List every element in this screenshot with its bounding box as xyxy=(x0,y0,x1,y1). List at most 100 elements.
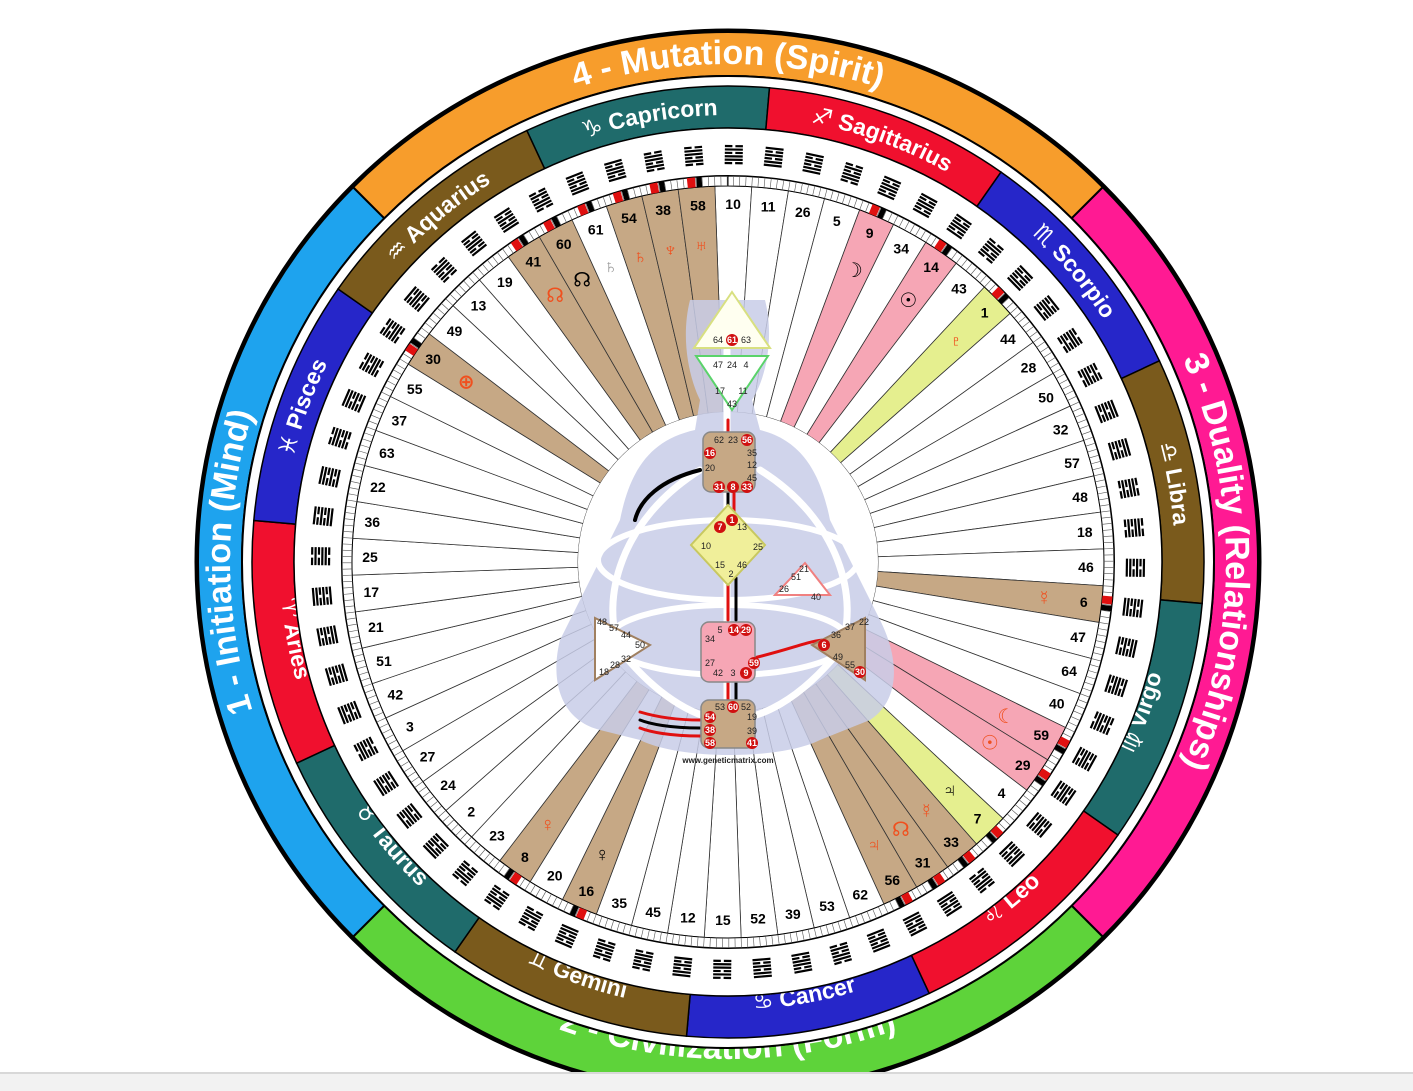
planet-glyph-38: ♆ xyxy=(663,239,678,261)
throat-gate-56: 56 xyxy=(742,435,752,445)
throat-gate-35: 35 xyxy=(747,448,757,458)
planet-glyph-41: ☊ xyxy=(546,285,564,307)
sacral-gate-34: 34 xyxy=(705,634,715,644)
solar_plexus-gate-36: 36 xyxy=(831,630,841,640)
root-gate-54: 54 xyxy=(705,712,715,722)
gate-number-11: 11 xyxy=(761,198,776,214)
throat-gate-62: 62 xyxy=(714,435,724,445)
marker-58 xyxy=(687,177,696,188)
root-gate-58: 58 xyxy=(705,738,715,748)
gate-number-2: 2 xyxy=(467,804,475,820)
planet-glyph-7: ♃ xyxy=(942,780,957,802)
spleen-gate-50: 50 xyxy=(635,640,645,650)
planet-glyph-29: ☉ xyxy=(981,732,999,754)
sacral-gate-3: 3 xyxy=(730,668,735,678)
gate-number-8: 8 xyxy=(521,849,529,865)
gate-number-21: 21 xyxy=(368,619,384,635)
root-gate-60: 60 xyxy=(728,702,738,712)
gate-number-51: 51 xyxy=(376,653,392,669)
solar_plexus-gate-22: 22 xyxy=(859,617,869,627)
gate-number-34: 34 xyxy=(893,241,909,257)
ajna-gate-47: 47 xyxy=(713,360,723,370)
gate-number-26: 26 xyxy=(795,204,811,220)
planet-glyph-8: ♀ xyxy=(540,814,555,836)
planet-glyph-30: ⊕ xyxy=(458,372,475,394)
gate-number-40: 40 xyxy=(1049,696,1065,712)
planet-glyph-33: ☿ xyxy=(919,801,934,823)
gate-number-28: 28 xyxy=(1021,359,1037,375)
solar_plexus-gate-30: 30 xyxy=(855,667,865,677)
root-gate-39: 39 xyxy=(747,726,757,736)
gate-number-62: 62 xyxy=(853,887,869,903)
throat-gate-20: 20 xyxy=(705,463,715,473)
sacral-gate-27: 27 xyxy=(705,658,715,668)
gate-number-58: 58 xyxy=(690,197,706,213)
gate-number-23: 23 xyxy=(489,827,505,843)
throat-gate-16: 16 xyxy=(705,448,715,458)
solar_plexus-gate-55: 55 xyxy=(845,660,855,670)
g_center-gate-25: 25 xyxy=(753,542,763,552)
gate-number-54: 54 xyxy=(621,210,637,226)
ego-gate-40: 40 xyxy=(811,592,821,602)
gate-number-49: 49 xyxy=(447,323,463,339)
gate-number-22: 22 xyxy=(370,479,386,495)
gate-number-7: 7 xyxy=(974,811,982,827)
throat-gate-23: 23 xyxy=(728,435,738,445)
gate-number-5: 5 xyxy=(833,213,841,229)
marker-6 xyxy=(1102,596,1113,605)
ajna-gate-11: 11 xyxy=(738,386,747,396)
gate-number-19: 19 xyxy=(497,274,513,290)
planet-glyph-58: ♅ xyxy=(694,235,709,257)
gate-number-46: 46 xyxy=(1078,559,1094,575)
sacral-gate-42: 42 xyxy=(713,668,723,678)
planet-glyph-59: ☾ xyxy=(997,706,1015,728)
gate-number-14: 14 xyxy=(923,259,939,275)
gate-number-17: 17 xyxy=(363,584,379,600)
throat-gate-31: 31 xyxy=(714,482,724,492)
planet-glyph-1: ♇ xyxy=(949,330,964,352)
solar_plexus-gate-49: 49 xyxy=(833,652,843,662)
gate-number-43: 43 xyxy=(951,281,967,297)
gate-number-38: 38 xyxy=(655,202,671,218)
gate-number-55: 55 xyxy=(407,381,423,397)
gate-number-42: 42 xyxy=(388,686,404,702)
ajna-gate-24: 24 xyxy=(727,360,737,370)
gate-number-50: 50 xyxy=(1038,390,1054,406)
gate-number-31: 31 xyxy=(915,854,931,870)
gate-number-63: 63 xyxy=(379,445,395,461)
planet-glyph-14: ☉ xyxy=(899,290,917,312)
sacral-gate-9: 9 xyxy=(743,668,748,678)
gate-number-12: 12 xyxy=(680,910,696,926)
planet-glyph-9: ☽ xyxy=(845,260,863,282)
gate-number-27: 27 xyxy=(420,749,436,765)
root-gate-38: 38 xyxy=(705,725,715,735)
gate-number-35: 35 xyxy=(611,895,627,911)
g_center-gate-2: 2 xyxy=(728,569,733,579)
planet-glyph-60: ☊ xyxy=(573,269,591,291)
g_center-gate-15: 15 xyxy=(715,560,725,570)
gate-number-47: 47 xyxy=(1070,629,1086,645)
site-url: www.geneticmatrix.com xyxy=(681,756,773,765)
gate-number-32: 32 xyxy=(1053,422,1069,438)
gate-number-10: 10 xyxy=(725,196,741,212)
solar_plexus-gate-37: 37 xyxy=(845,622,855,632)
sacral-gate-29: 29 xyxy=(741,625,751,635)
gate-number-64: 64 xyxy=(1061,663,1077,679)
gate-number-61: 61 xyxy=(588,221,604,237)
head-gate-63: 63 xyxy=(741,335,751,345)
g_center-gate-46: 46 xyxy=(737,560,747,570)
gate-number-29: 29 xyxy=(1015,757,1031,773)
gate-number-44: 44 xyxy=(1000,331,1016,347)
sacral-gate-14: 14 xyxy=(729,625,739,635)
spleen-gate-44: 44 xyxy=(621,630,631,640)
gate-number-18: 18 xyxy=(1077,524,1093,540)
g_center-gate-10: 10 xyxy=(701,541,711,551)
gate-number-6: 6 xyxy=(1080,594,1088,610)
gate-number-57: 57 xyxy=(1064,455,1080,471)
ajna-gate-43: 43 xyxy=(727,399,737,409)
gate-number-1: 1 xyxy=(981,304,989,320)
gate-number-16: 16 xyxy=(579,883,595,899)
gate-number-41: 41 xyxy=(526,254,542,270)
gate-number-13: 13 xyxy=(471,297,487,313)
gate-number-4: 4 xyxy=(998,785,1006,801)
